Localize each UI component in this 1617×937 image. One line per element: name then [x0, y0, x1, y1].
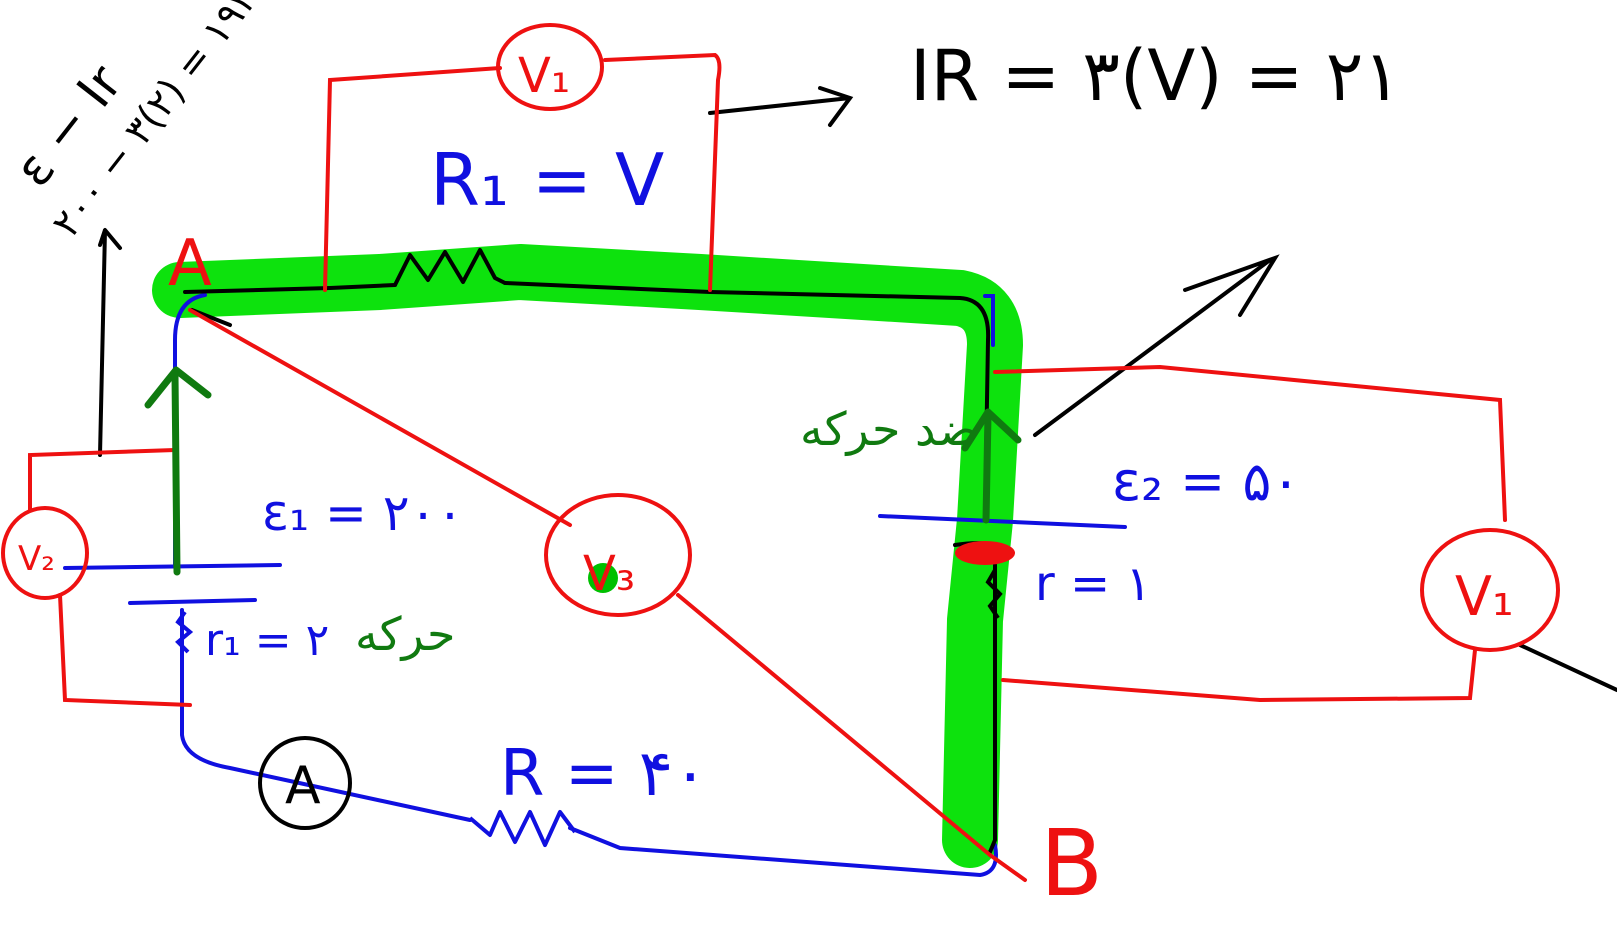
- emf1-label: ε₁ = ۲۰۰: [262, 484, 463, 542]
- black-wires: [98, 86, 1617, 854]
- r-bottom-label: R = ۴۰: [500, 737, 708, 811]
- internal-resistor-icon: [175, 610, 194, 654]
- voltmeter-v1-top-label: V₁: [518, 48, 570, 104]
- voltmeter-v2-label: V₂: [18, 539, 55, 579]
- green-dot: [588, 563, 618, 593]
- voltmeter-v1-top-icon: [496, 23, 604, 111]
- motion-left-label: حرکه: [355, 607, 455, 662]
- ammeter-label: A: [285, 756, 321, 816]
- voltmeter-v3-label: V₃: [583, 546, 635, 602]
- voltmeter-v3-icon: [544, 493, 692, 617]
- r1-label: R₁ = V: [430, 138, 664, 222]
- voltmeter-v1-right-icon: [1420, 528, 1560, 652]
- ammeter-icon: [258, 736, 352, 830]
- equation-top-right: IR = ۳(V) = ۲۱: [910, 35, 1401, 117]
- motion-right-label: ضد حرکه: [800, 402, 978, 457]
- r2-internal-label: r = ۱: [1035, 556, 1151, 612]
- voltmeter-v1-right-label: V₁: [1455, 565, 1514, 628]
- resistor-top-icon: [393, 248, 506, 286]
- voltmeter-v2-icon: [1, 506, 89, 600]
- r1-internal-label: r₁ = ۲: [205, 615, 329, 666]
- internal-resistor-2-icon: [985, 568, 1003, 620]
- blue-wires: [63, 293, 1127, 878]
- node-b-label: B: [1040, 810, 1103, 917]
- resistor-bottom-icon: [468, 810, 577, 847]
- red-wires: [28, 52, 1507, 882]
- node-a-label: A: [168, 227, 212, 301]
- emf2-label: ε₂ = ۵۰: [1112, 450, 1300, 513]
- red-mark: [955, 541, 1015, 565]
- current-arrows: [144, 366, 1022, 576]
